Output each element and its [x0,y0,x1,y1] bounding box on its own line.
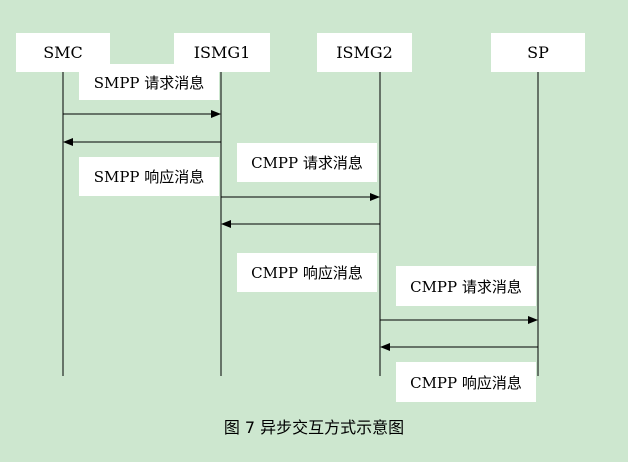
message-label-smpp-response: SMPP 响应消息 [79,157,219,196]
figure-caption: 图 7 异步交互方式示意图 [223,418,405,437]
message-label-cmpp-response-1: CMPP 响应消息 [237,253,377,292]
participant-ismg2: ISMG2 [317,33,412,72]
participant-sp: SP [491,33,585,72]
message-label-cmpp-request-2: CMPP 请求消息 [396,266,536,306]
message-label-cmpp-request-1: CMPP 请求消息 [237,143,377,182]
message-label-smpp-request: SMPP 请求消息 [79,64,219,100]
message-label-cmpp-response-2: CMPP 响应消息 [396,362,536,402]
